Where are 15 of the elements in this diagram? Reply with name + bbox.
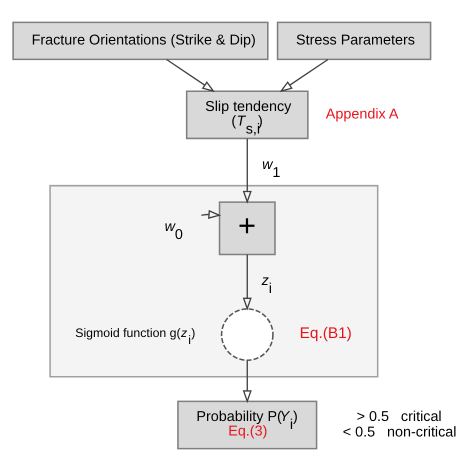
arrow [242,360,252,403]
cluster [48,184,378,377]
arrow [242,254,252,310]
arrow [279,58,328,92]
node-box: + [218,200,276,255]
label: Appendix A [325,106,398,122]
node-label: > 0.5 critical [356,408,442,425]
node-box: Fracture Orientations (Strike & Dip) [12,21,268,60]
arrow [166,58,214,92]
node-label: Eq.(B1) [299,324,352,342]
node-box: Stress Parameters [276,21,431,60]
node-label: < 0.5 non-critical [342,424,456,440]
node-circle [220,308,274,361]
arrow [200,209,221,218]
arrow [242,138,252,204]
